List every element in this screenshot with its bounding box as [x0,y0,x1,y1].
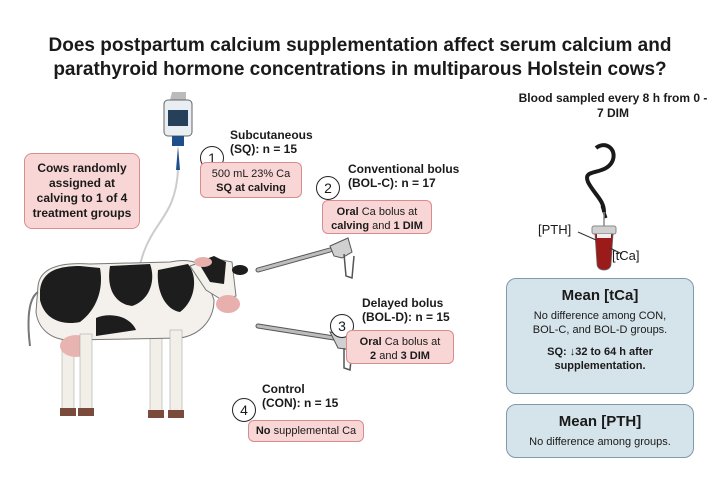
tca-tube-label: [tCa] [612,248,640,263]
blood-sampling-text: Blood sampled every 8 h from 0 - 7 DIM [518,91,708,120]
group-label-1: Subcutaneous (SQ): n = 15 [230,128,313,156]
desc-bold-text: Oral [359,336,382,348]
desc-text: Ca bolus at [358,206,418,218]
pth-result-box: Mean [PTH] No difference among groups. [506,404,694,458]
bolus-gun-icon [255,237,355,280]
group-desc-2: Oral Ca bolus at calving and 1 DIM [322,200,432,234]
sq-result-line: SQ: ↓32 to 64 h after [547,346,653,358]
group-label-line: Subcutaneous [230,128,313,142]
desc-bold-text: Oral [336,206,359,218]
group-label-line: (BOL-D): n = 15 [362,310,450,324]
group-desc-3: Oral Ca bolus at 2 and 3 DIM [346,330,454,364]
group-desc-1: 500 mL 23% Ca SQ at calving [200,162,302,198]
desc-text: and [369,220,394,232]
blood-tube-icon [577,143,623,271]
tca-result-heading: Mean [tCa] [561,287,639,304]
intro-box: Cows randomly assigned at calving to 1 o… [24,153,140,229]
pth-tube-label: [PTH] [538,222,572,237]
tca-result-line: BOL-C, and BOL-D groups. [532,324,668,336]
desc-bold-text: SQ at calving [216,182,286,194]
tca-result-box: Mean [tCa] No difference among CON, BOL-… [506,278,694,394]
page-title: Does postpartum calcium supplementation … [48,35,672,80]
desc-bold-text: 2 [370,350,377,362]
sq-result-line: supplementation. [554,360,646,372]
group-label-line: (CON): n = 15 [262,396,339,410]
pth-result-line: No difference among groups. [529,436,671,448]
group-label-4: Control (CON): n = 15 [262,382,338,410]
group-label-line: (SQ): n = 15 [230,142,298,156]
desc-text: Ca bolus at [381,336,441,348]
desc-text: supplemental Ca [270,425,357,437]
group-label-line: (BOL-C): n = 17 [348,176,436,190]
pth-result-heading: Mean [PTH] [558,413,642,430]
group-label-3: Delayed bolus (BOL-D): n = 15 [362,296,450,324]
desc-bold-text: No [255,425,271,437]
cow-illustration [27,256,248,418]
desc-text: and [376,350,401,362]
desc-bold-text: 3 DIM [400,350,430,362]
group-desc-4: No supplemental Ca [248,420,364,442]
desc-bold-text: calving [331,220,370,232]
group-number-3: 3 [330,314,354,338]
tca-result-line: No difference among CON, [533,310,667,322]
group-label-2: Conventional bolus (BOL-C): n = 17 [348,162,459,190]
group-label-line: Conventional bolus [348,162,460,176]
desc-bold-text: 1 DIM [393,220,423,232]
group-number-2: 2 [316,176,340,200]
desc-text: 500 mL 23% Ca [211,168,291,180]
group-label-line: Control [262,382,305,396]
group-label-line: Delayed bolus [362,296,444,310]
group-number-4: 4 [232,398,256,422]
